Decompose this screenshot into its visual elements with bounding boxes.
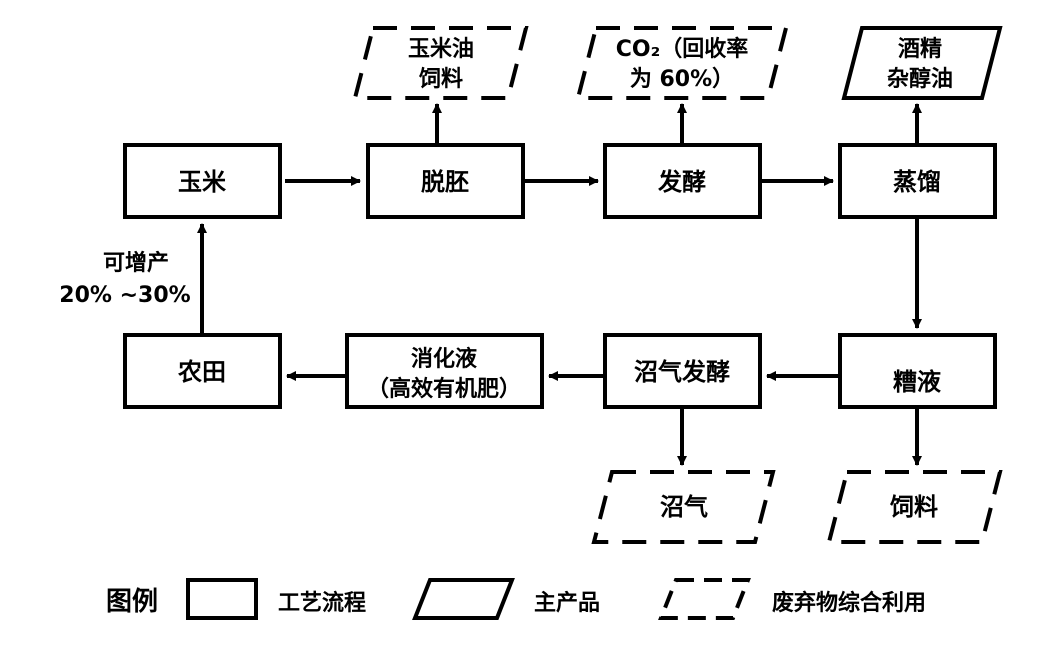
waste-use-biogas: 沼气 [591, 470, 776, 544]
waste-use-co2-line2: 为 60%） [630, 67, 734, 92]
legend-waste-use-shape [658, 578, 751, 620]
legend-process: 工艺流程 [186, 578, 366, 620]
waste-use-feed-label: 饲料 [889, 493, 938, 521]
legend-main-product-label: 主产品 [534, 591, 600, 616]
process-box-biogas-ferment: 沼气发酵 [603, 333, 762, 409]
legend-waste-use-label: 废弃物综合利用 [772, 590, 926, 616]
legend-process-label: 工艺流程 [278, 590, 366, 616]
legend-waste-use: 废弃物综合利用 [658, 578, 926, 620]
yield-note-line2: 20% ~30% [59, 283, 190, 308]
process-box-degerm: 脱胚 [366, 143, 525, 219]
process-box-farmland: 农田 [123, 333, 282, 409]
waste-use-co2: CO₂（回收率 为 60%） [575, 26, 789, 100]
process-label-degerm: 脱胚 [421, 168, 469, 196]
waste-use-corn-oil-line2: 饲料 [418, 66, 463, 92]
process-box-distill: 蒸馏 [838, 143, 997, 219]
process-box-ferment: 发酵 [603, 143, 762, 219]
process-box-corn: 玉米 [123, 143, 282, 219]
waste-use-corn-oil-line1: 玉米油 [408, 37, 474, 62]
legend-main-product-shape [412, 578, 515, 620]
waste-use-feed: 饲料 [826, 470, 1003, 544]
flow-arrows [197, 103, 922, 466]
process-label-distill: 蒸馏 [893, 168, 941, 196]
main-product-label-line1: 酒精 [898, 36, 942, 62]
process-label-ferment: 发酵 [657, 168, 706, 196]
process-label-digestate-line2: （高效有机肥） [367, 376, 521, 402]
legend-main-product: 主产品 [412, 578, 600, 620]
legend-title: 图例 [106, 587, 158, 617]
process-label-digestate-line1: 消化液 [411, 346, 477, 372]
process-label-corn: 玉米 [178, 168, 226, 196]
yield-note-line1: 可增产 [103, 250, 169, 276]
process-label-stillage: 糟液 [893, 368, 941, 396]
process-label-biogas-ferment: 沼气发酵 [634, 358, 730, 386]
waste-use-biogas-label: 沼气 [660, 493, 708, 521]
waste-use-co2-line1: CO₂（回收率 [616, 36, 748, 62]
legend-process-box [186, 578, 258, 620]
main-product-alcohol: 酒精 杂醇油 [841, 26, 1003, 100]
process-box-stillage: 糟液 [838, 333, 997, 409]
main-product-label-line2: 杂醇油 [887, 66, 953, 92]
process-label-farmland: 农田 [177, 358, 226, 386]
process-box-digestate: 消化液 （高效有机肥） [345, 333, 544, 409]
waste-use-corn-oil: 玉米油 饲料 [352, 26, 529, 100]
